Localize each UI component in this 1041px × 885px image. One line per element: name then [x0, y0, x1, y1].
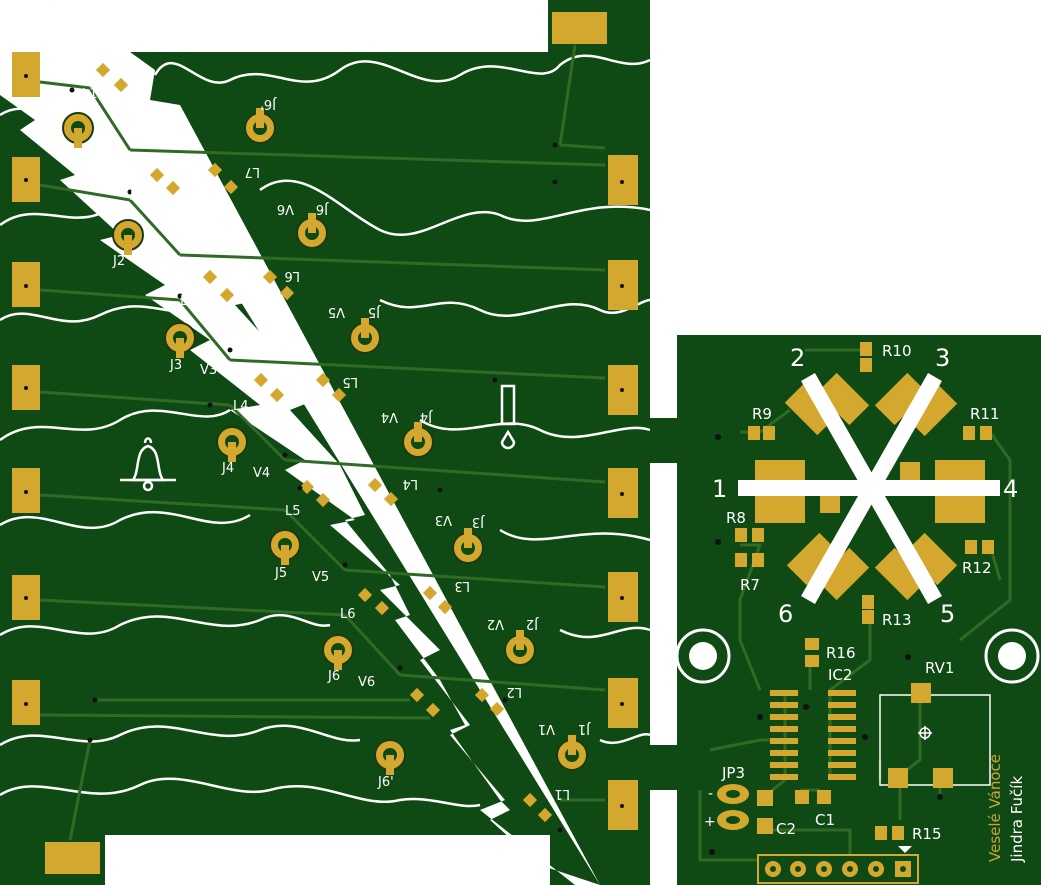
label-J1: J1 [62, 151, 75, 166]
ic2-pins [770, 690, 856, 780]
label-mirror-V6: V6 [277, 201, 294, 216]
exclamation-icon [500, 384, 516, 450]
label-L1: L1 [82, 87, 98, 102]
label-mirror-J6: J6 [316, 201, 329, 216]
credit-line-2: Jindra Fučík [1008, 776, 1026, 863]
label-J5: J5 [274, 566, 287, 581]
star-num-3: 3 [935, 344, 950, 372]
row-labels-normal: L1 J1 V1 L2 J2 V2 L3 J3 V3 L4 J4 V4 L5 J… [62, 87, 394, 790]
label-R16: R16 [826, 644, 856, 662]
label-mirror-L4: L4 [402, 476, 418, 491]
row-labels-mirrored: J6' L7 V6 J6 L6 V5 J5 L5 V4 J4 L4 V3 J3 … [244, 96, 591, 801]
label-L4: L4 [233, 399, 249, 414]
credit-text: Veselé Vánoce Jindra Fučík [986, 754, 1026, 863]
label-JP3: JP3 [721, 764, 745, 782]
label-J6prime: J6' [377, 775, 394, 790]
label-mirror-J6prime: J6' [260, 96, 277, 111]
label-R15: R15 [912, 825, 942, 843]
label-mirror-V3: V3 [435, 512, 452, 527]
label-mirror-L5: L5 [342, 374, 358, 389]
label-mirror-L2: L2 [506, 684, 522, 699]
label-J6: J6 [327, 669, 340, 684]
resistor-labels: R10 R9 R11 R8 R7 R12 R13 R16 R15 IC2 RV1… [704, 342, 1000, 843]
top-pad [552, 12, 607, 44]
label-mirror-J3: J3 [472, 514, 485, 529]
credit-line-1: Veselé Vánoce [986, 754, 1004, 862]
star-num-4: 4 [1003, 475, 1018, 503]
star-numbers: 1 2 3 4 5 6 [712, 344, 1018, 628]
label-R7: R7 [740, 576, 760, 594]
rv1-pot [879, 683, 991, 788]
label-mirror-J4: J4 [420, 409, 433, 424]
label-C2: C2 [776, 820, 796, 838]
resistor-pads [735, 342, 994, 840]
label-mirror-V2: V2 [487, 616, 504, 631]
left-panel: L1 J1 V1 L2 J2 V2 L3 J3 V3 L4 J4 V4 L5 J… [0, 0, 651, 885]
star-num-6: 6 [778, 600, 793, 628]
label-V4: V4 [253, 466, 270, 481]
bottom-cut [105, 835, 550, 885]
label-C1: C1 [815, 811, 835, 829]
jp3-jumper [717, 784, 749, 830]
tab-bottom [650, 745, 680, 790]
bottom-pad [45, 842, 100, 874]
label-mirror-L3: L3 [454, 578, 470, 593]
vias [24, 74, 624, 833]
right-panel: 1 2 3 4 5 6 R10 R9 R11 R8 R7 R12 R13 R16… [650, 335, 1041, 885]
label-R13: R13 [882, 611, 912, 629]
label-V1: V1 [92, 151, 109, 166]
label-IC2: IC2 [828, 666, 852, 684]
star-cut [738, 373, 1000, 604]
label-mirror-V1: V1 [538, 721, 555, 736]
traces [39, 44, 606, 841]
bell-icon [120, 437, 176, 492]
pin-header [757, 846, 919, 884]
label-mirror-L6: L6 [284, 268, 300, 283]
label-R8: R8 [726, 509, 746, 527]
label-V3: V3 [200, 363, 217, 378]
label-R10: R10 [882, 342, 912, 360]
label-V5: V5 [312, 570, 329, 585]
label-mirror-V4: V4 [381, 409, 398, 424]
label-L2: L2 [130, 189, 146, 204]
label-L3: L3 [180, 294, 196, 309]
label-RV1: RV1 [925, 659, 954, 677]
label-R12: R12 [962, 559, 992, 577]
label-R11: R11 [970, 405, 1000, 423]
label-J3: J3 [169, 358, 182, 373]
star-num-2: 2 [790, 344, 805, 372]
led-pads [95, 62, 553, 823]
label-V2: V2 [143, 254, 160, 269]
label-L5: L5 [285, 504, 301, 519]
label-mirror-J5: J5 [368, 304, 381, 319]
star-num-5: 5 [940, 600, 955, 628]
label-mirror-J1: J1 [578, 721, 591, 736]
label-mirror-L1: L1 [554, 786, 570, 801]
label-mirror-J2: J2 [526, 616, 539, 631]
label-J2: J2 [112, 254, 125, 269]
wavy-cuts [0, 54, 651, 808]
label-R9: R9 [752, 405, 772, 423]
label-mirror-L7: L7 [244, 164, 260, 179]
polarity-plus: + [704, 814, 716, 830]
label-L6: L6 [340, 607, 356, 622]
tab-top [650, 418, 680, 463]
pin1-marker [898, 846, 912, 853]
label-V6: V6 [358, 675, 375, 690]
label-mirror-V5: V5 [328, 304, 345, 319]
star-num-1: 1 [712, 475, 727, 503]
label-J4: J4 [221, 461, 234, 476]
polarity-minus: - [708, 786, 713, 802]
